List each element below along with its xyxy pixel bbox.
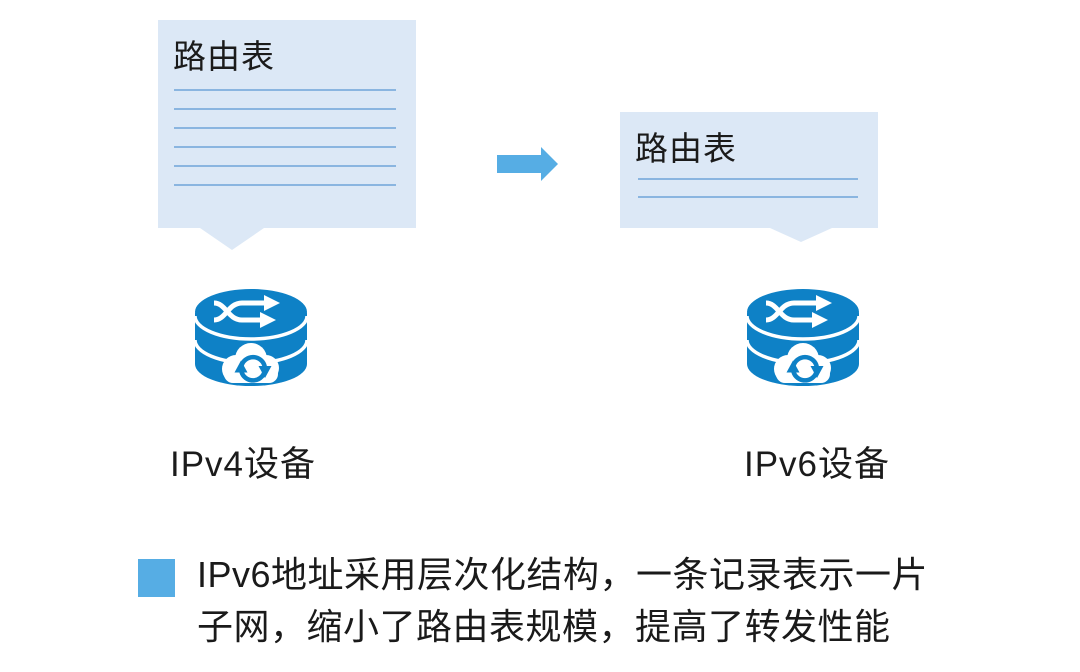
arrow-right-icon xyxy=(497,147,558,181)
routing-entry-line xyxy=(638,180,858,198)
cloud-sync-icon xyxy=(222,343,279,383)
shuffle-arrows-icon xyxy=(765,295,832,328)
ipv6-routing-table-callout: 路由表 xyxy=(620,112,878,242)
ipv4-routing-table-callout: 路由表 xyxy=(158,20,416,250)
ipv4-device-label: IPv4设备 xyxy=(169,445,317,484)
routing-entry-line xyxy=(174,148,396,167)
ipv6-device-label: IPv6设备 xyxy=(743,445,891,484)
routing-entry-line xyxy=(174,167,396,186)
callout-title: 路由表 xyxy=(173,38,275,75)
note-text: IPv6地址采用层次化结构，一条记录表示一片 子网，缩小了路由表规模，提高了转发… xyxy=(197,549,957,653)
routing-table-rule-lines xyxy=(638,162,858,198)
routing-table-rule-lines xyxy=(174,72,396,186)
shuffle-arrows-icon xyxy=(213,295,280,328)
router-icon xyxy=(193,289,309,386)
note-line-1: IPv6地址采用层次化结构，一条记录表示一片 xyxy=(197,554,929,595)
routing-entry-line xyxy=(174,91,396,110)
routing-entry-line xyxy=(174,129,396,148)
router-icon xyxy=(745,289,861,386)
routing-entry-line xyxy=(174,110,396,129)
routing-entry-line xyxy=(174,72,396,91)
routing-entry-line xyxy=(638,162,858,180)
note-line-2: 子网，缩小了路由表规模，提高了转发性能 xyxy=(197,606,891,647)
callout-title: 路由表 xyxy=(635,130,737,167)
callout-tail xyxy=(200,228,264,250)
cloud-sync-icon xyxy=(774,343,831,383)
callout-tail xyxy=(770,228,832,242)
bullet-square-icon xyxy=(138,559,175,597)
